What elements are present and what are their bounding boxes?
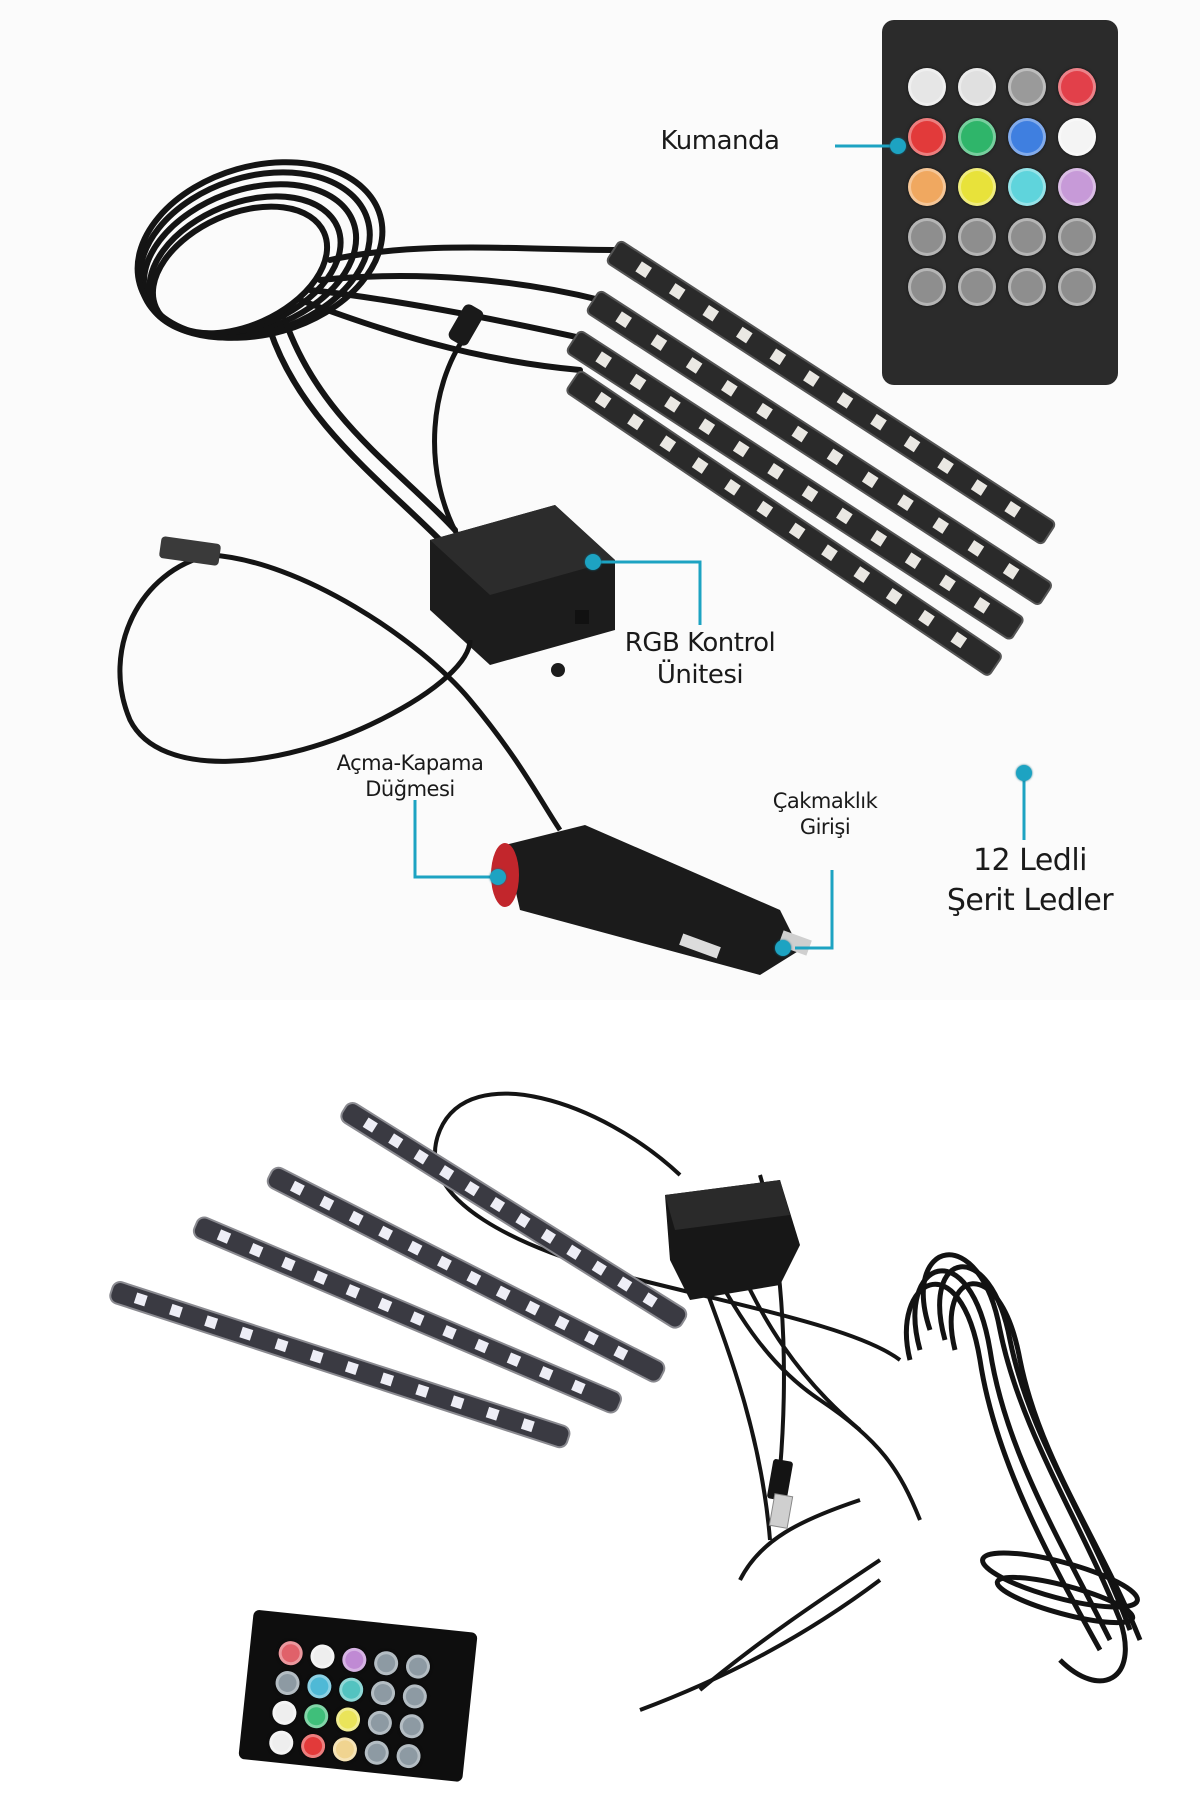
usb-plug — [767, 1459, 794, 1529]
remote-button — [271, 1699, 298, 1727]
cable-coil — [134, 159, 623, 543]
label-lighter-1: Çakmaklık — [772, 789, 878, 813]
remote-button — [338, 1676, 365, 1703]
callout-lines — [413, 144, 1026, 950]
remote-button — [908, 118, 946, 156]
callout-dot-switch — [490, 869, 506, 885]
callout-dot-strips — [1016, 765, 1032, 781]
remote-button — [1008, 218, 1046, 256]
remote-button — [958, 68, 996, 106]
remote-button — [958, 268, 996, 306]
remote-button — [1008, 68, 1046, 106]
remote-button — [366, 1709, 394, 1737]
remote-button — [958, 168, 996, 206]
remote-button-grid — [908, 68, 1098, 306]
led-kit-illustration — [117, 20, 1118, 975]
led-strips — [109, 1102, 688, 1449]
label-strips-2: Şerit Ledler — [946, 883, 1114, 918]
remote-button — [1058, 68, 1096, 106]
remote-button — [1008, 168, 1046, 206]
remote-button — [958, 118, 996, 156]
remote-button — [1058, 218, 1096, 256]
label-switch-1: Açma-Kapama — [336, 751, 484, 775]
led-strips — [566, 240, 1056, 676]
mini-remote-button-grid — [268, 1640, 432, 1770]
controller-box — [665, 1180, 800, 1300]
remote-button — [404, 1653, 432, 1680]
cigarette-lighter-plug — [491, 825, 812, 975]
remote-button — [908, 268, 946, 306]
remote-button — [372, 1650, 400, 1677]
remote-button — [908, 218, 946, 256]
remote-button — [395, 1742, 422, 1770]
remote-button — [341, 1646, 368, 1674]
remote-button — [363, 1739, 390, 1766]
label-control-unit-2: Ünitesi — [656, 660, 744, 690]
callout-dot-lighter — [775, 940, 791, 956]
remote-button — [268, 1729, 295, 1756]
label-remote: Kumanda — [660, 126, 780, 156]
usb-led-kit-illustration — [109, 1091, 1143, 1782]
remote-button — [398, 1713, 425, 1740]
label-control-unit-1: RGB Kontrol — [624, 628, 776, 658]
remote-button — [369, 1679, 397, 1707]
remote-button — [309, 1643, 336, 1670]
remote-button — [1008, 268, 1046, 306]
remote-button — [334, 1706, 362, 1733]
remote-button — [306, 1673, 333, 1700]
remote-button — [401, 1683, 429, 1710]
annotated-product-photo: Kumanda RGB Kontrol Ünitesi Açma-Kapama … — [117, 20, 1118, 975]
remote-button — [274, 1669, 301, 1697]
remote-button — [331, 1736, 359, 1763]
label-lighter-2: Girişi — [799, 815, 851, 839]
remote-button — [303, 1703, 330, 1730]
callout-dot-controller — [585, 554, 601, 570]
rgb-controller-box — [430, 505, 615, 677]
remote-button — [277, 1640, 304, 1667]
label-switch-2: Düğmesi — [365, 777, 455, 801]
product-photo-usb-kit — [0, 1000, 1200, 1800]
remote-button — [1008, 118, 1046, 156]
label-strips-1: 12 Ledli — [972, 843, 1088, 878]
remote-button — [1058, 168, 1096, 206]
remote-button — [1058, 268, 1096, 306]
remote-button — [908, 168, 946, 206]
remote-button — [958, 218, 996, 256]
callout-dot-remote — [890, 138, 906, 154]
remote-button — [1058, 118, 1096, 156]
remote-button — [908, 68, 946, 106]
remote-button — [299, 1732, 327, 1760]
